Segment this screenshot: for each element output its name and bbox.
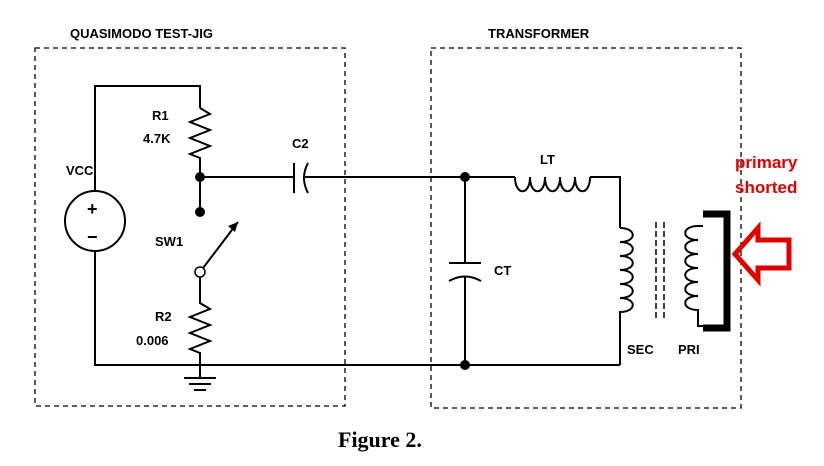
sw1-switch bbox=[194, 221, 239, 278]
lt-label: LT bbox=[540, 152, 555, 167]
c2-label: C2 bbox=[292, 136, 309, 151]
pri-coil bbox=[684, 225, 703, 327]
ground-symbol bbox=[184, 365, 216, 391]
ct-capacitor bbox=[448, 262, 482, 282]
ct-label: CT bbox=[494, 263, 511, 278]
sec-coil bbox=[619, 227, 634, 365]
figure-caption: Figure 2. bbox=[338, 427, 422, 452]
vcc-label: VCC bbox=[66, 163, 94, 178]
r2-resistor bbox=[187, 277, 213, 365]
lt-inductor bbox=[514, 176, 591, 193]
svg-text:−: − bbox=[87, 227, 98, 247]
r2-value: 0.006 bbox=[136, 333, 169, 348]
r1-resistor bbox=[187, 107, 213, 177]
testjig-title: QUASIMODO TEST-JIG bbox=[70, 26, 213, 41]
sec-label: SEC bbox=[627, 342, 654, 357]
transformer-title: TRANSFORMER bbox=[488, 26, 590, 41]
short-bracket bbox=[703, 210, 731, 332]
short-arrow bbox=[731, 221, 792, 287]
wire-vcc-bottom bbox=[94, 251, 200, 366]
r2-name: R2 bbox=[155, 309, 172, 324]
testjig-boundary bbox=[34, 47, 346, 407]
annotation-shorted: shorted bbox=[735, 178, 797, 197]
transformer-boundary bbox=[430, 47, 742, 409]
wire-lt-to-sec bbox=[590, 176, 621, 228]
svg-text:+: + bbox=[87, 199, 98, 219]
vcc-source: + − bbox=[64, 190, 126, 252]
r1-name: R1 bbox=[152, 108, 169, 123]
wire-vcc-top bbox=[94, 85, 201, 191]
transformer-core bbox=[655, 222, 665, 318]
r1-value: 4.7K bbox=[143, 131, 171, 146]
switch-fixed-contact bbox=[195, 207, 205, 217]
sw1-label: SW1 bbox=[155, 234, 183, 249]
pri-label: PRI bbox=[678, 342, 700, 357]
annotation-primary: primary bbox=[735, 153, 798, 172]
